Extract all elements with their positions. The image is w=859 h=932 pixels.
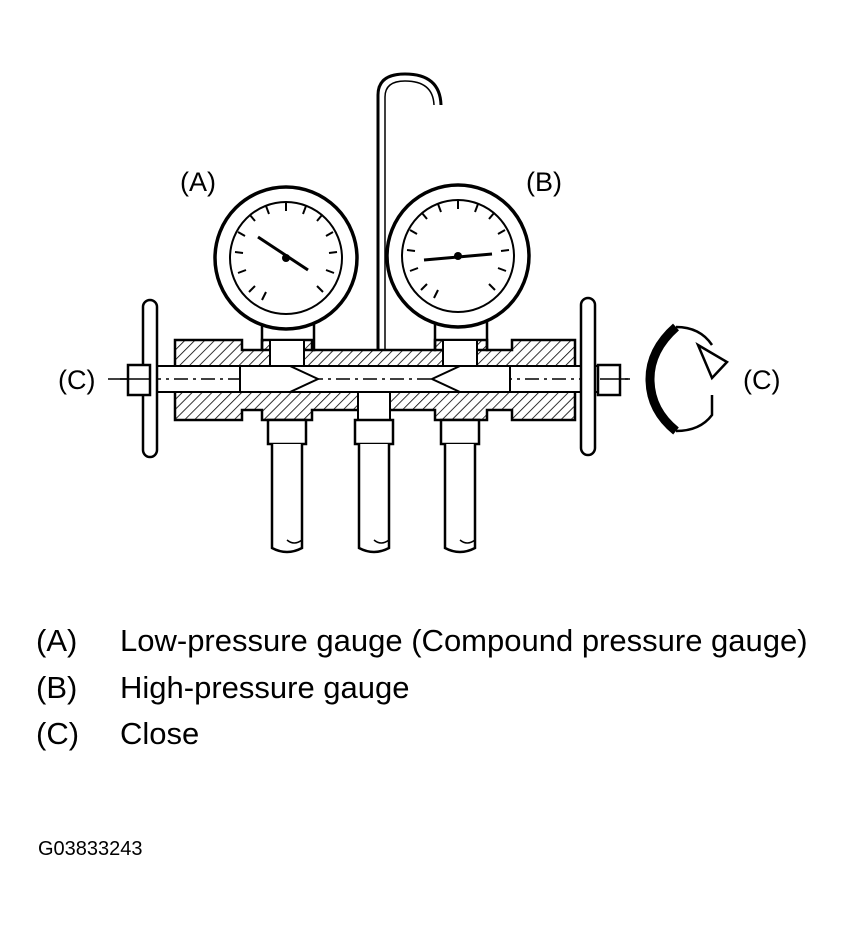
callout-a: (A) [180,167,216,197]
legend-text: Low-pressure gauge (Compound pressure ga… [120,623,808,658]
legend: (A) Low-pressure gauge (Compound pressur… [36,618,836,758]
manifold-gauge-diagram: (A) (B) (C) (C) [58,72,780,554]
manifold-body [120,338,630,422]
callout-c-left: (C) [58,365,95,395]
callout-c-right: (C) [743,365,780,395]
callout-b: (B) [526,167,562,197]
legend-item-c: (C) Close [36,711,836,758]
legend-text: High-pressure gauge [120,669,410,705]
legend-item-b: (B) High-pressure gauge [36,665,836,712]
valve-handle-icon [579,296,622,457]
hanger-hook [376,72,443,350]
hoses [266,418,481,554]
legend-item-a: (A) Low-pressure gauge (Compound pressur… [36,618,836,665]
rotate-clockwise-arrow-icon [645,323,729,435]
legend-key: (C) [36,716,80,751]
legend-key: (A) [36,623,78,658]
low-pressure-gauge-icon [213,185,359,352]
legend-text: Close [120,716,200,751]
high-pressure-gauge-icon [385,183,531,352]
valve-handle-icon [126,298,159,459]
legend-key: (B) [36,669,78,705]
figure-id: G03833243 [38,838,143,860]
